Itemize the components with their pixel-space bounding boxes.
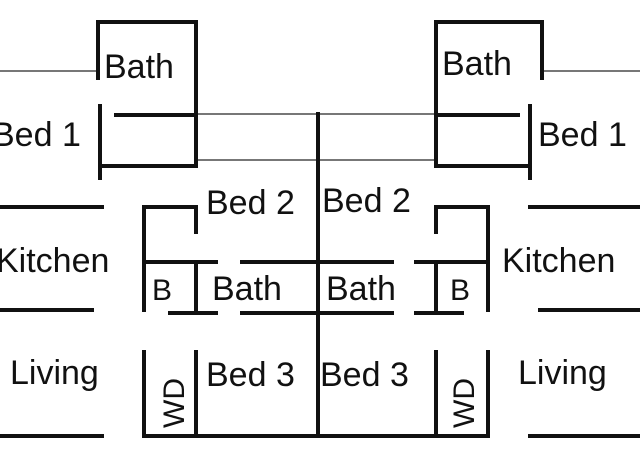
right-unit-labels: Bath Bed 1 Bed 2 Kitchen B Bath Living W… xyxy=(320,45,627,428)
left-kitchen-label: Kitchen xyxy=(0,242,109,280)
right-bed3-label: Bed 3 xyxy=(320,356,409,394)
right-bath-mid-label: Bath xyxy=(326,270,396,308)
right-b-label: B xyxy=(450,274,470,307)
left-bed2-label: Bed 2 xyxy=(206,184,295,222)
left-living-label: Living xyxy=(10,354,99,392)
left-bath-mid-label: Bath xyxy=(212,270,282,308)
left-b-label: B xyxy=(152,274,172,307)
left-wd-label: WD xyxy=(158,378,191,428)
right-living-label: Living xyxy=(518,354,607,392)
right-wd-label: WD xyxy=(448,378,481,428)
right-bed2-label: Bed 2 xyxy=(322,182,411,220)
left-bath-top-label: Bath xyxy=(104,48,174,86)
right-bed1-label: Bed 1 xyxy=(538,116,627,154)
right-kitchen-label: Kitchen xyxy=(502,242,615,280)
left-bed3-label: Bed 3 xyxy=(206,356,295,394)
right-bath-top-label: Bath xyxy=(442,45,512,83)
walls xyxy=(0,20,640,438)
left-bed1-label: Bed 1 xyxy=(0,116,81,154)
left-unit-labels: Bath Bed 1 Bed 2 Kitchen B Bath Living W… xyxy=(0,48,295,428)
